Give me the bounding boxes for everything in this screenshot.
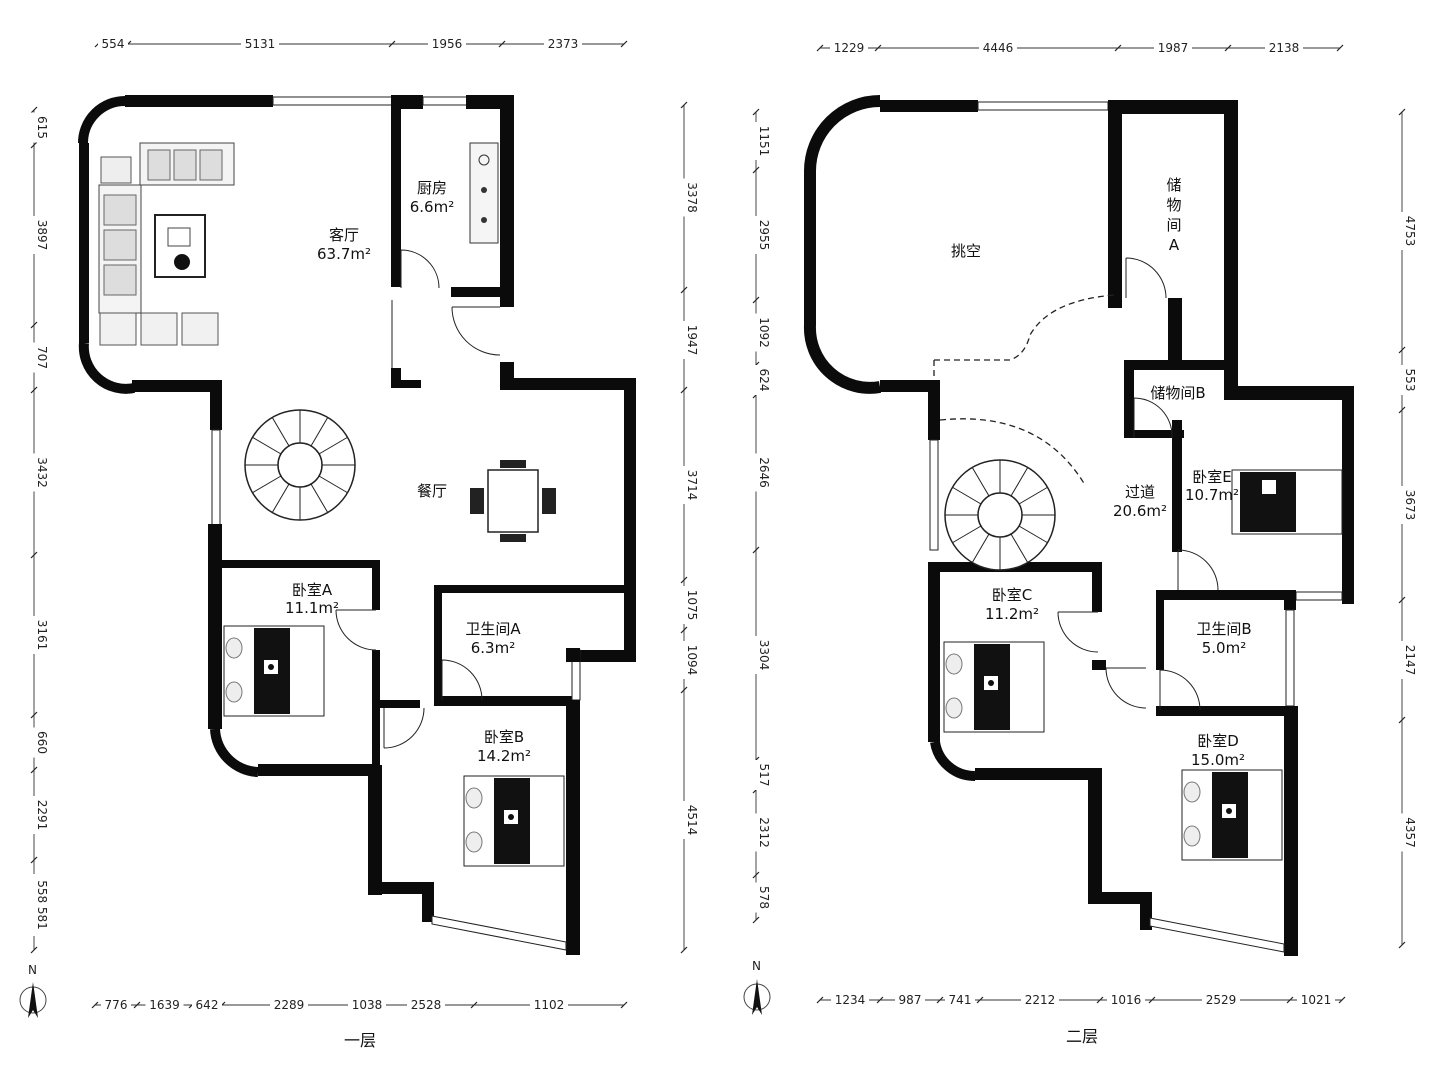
- dim-f1-right-0: 3378: [685, 182, 699, 213]
- dim-f1-bottom-3: 2289: [274, 998, 305, 1012]
- dim-f2-left-5: 3304: [757, 640, 771, 671]
- svg-text:间: 间: [1166, 216, 1181, 234]
- void-outline: [933, 294, 1116, 380]
- room-area-bedA: 11.1m²: [285, 599, 339, 617]
- dim-f1-left-1: 3897: [35, 220, 49, 251]
- dim-f2-top-2: 1987: [1158, 41, 1189, 55]
- floor-2-title: 二层: [1066, 1027, 1098, 1046]
- room-area-bedD: 15.0m²: [1191, 751, 1245, 769]
- dim-f1-left-4: 3161: [35, 620, 49, 651]
- room-name-bathB: 卫生间B: [1196, 620, 1251, 638]
- dim-f1-right-1: 1947: [685, 325, 699, 356]
- floor-2-walls: [803, 95, 1354, 956]
- dim-f1-bottom-4: 1038: [352, 998, 383, 1012]
- room-name-bedE: 卧室E: [1192, 468, 1231, 486]
- dim-f2-left-8: 578: [757, 886, 771, 909]
- floor-1-plan: 客厅 63.7m² 厨房 6.6m² 餐厅 卧室A 11.1m² 卫生间A 6.…: [78, 95, 636, 1050]
- dim-f1-right-2: 3714: [685, 470, 699, 501]
- room-name-bathA: 卫生间A: [465, 620, 521, 638]
- dim-f2-left-2: 1092: [757, 317, 771, 348]
- dim-f1-left-6: 2291: [35, 800, 49, 831]
- room-name-kitchen: 厨房: [417, 179, 447, 197]
- room-name-storB: 储物间B: [1150, 384, 1205, 402]
- dim-f2-right-2: 3673: [1403, 490, 1417, 521]
- room-name-bedC: 卧室C: [992, 586, 1032, 604]
- dim-f1-top-3: 2373: [548, 37, 579, 51]
- dim-f1-right-5: 4514: [685, 805, 699, 836]
- room-name-living: 客厅: [329, 226, 359, 244]
- dim-f2-bottom-3: 2212: [1025, 993, 1056, 1007]
- dim-f1-right-3: 1075: [685, 590, 699, 621]
- dim-f1-bottom-1: 1639: [149, 998, 180, 1012]
- dim-f2-left-3: 624: [757, 369, 771, 392]
- dim-f2-right-1: 553: [1403, 369, 1417, 392]
- dim-f2-left-6: 517: [757, 764, 771, 787]
- dim-f2-left-4: 2646: [757, 457, 771, 488]
- dim-f2-top-0: 1229: [834, 41, 865, 55]
- floor-2-furniture: [943, 459, 1343, 861]
- dim-f1-left-2: 707: [35, 346, 49, 369]
- room-area-bedC: 11.2m²: [985, 605, 1039, 623]
- dim-f2-bottom-5: 2529: [1206, 993, 1237, 1007]
- room-area-kitchen: 6.6m²: [410, 198, 454, 216]
- svg-text:储: 储: [1166, 176, 1181, 194]
- dim-f1-left-3: 3432: [35, 457, 49, 488]
- room-name-bedD: 卧室D: [1197, 732, 1239, 750]
- room-area-living: 63.7m²: [317, 245, 371, 263]
- compass-floor-2: N: [743, 959, 771, 1015]
- dim-f2-top-1: 4446: [983, 41, 1014, 55]
- dim-f1-left-0: 615: [35, 116, 49, 139]
- floor-1-doors: [335, 249, 501, 749]
- room-name-storA: 储 物 间 A: [1166, 176, 1181, 254]
- room-area-corridor: 20.6m²: [1113, 502, 1167, 520]
- dim-f2-left-1: 2955: [757, 220, 771, 251]
- svg-text:物: 物: [1166, 196, 1181, 214]
- dim-f1-bottom-5: 2528: [411, 998, 442, 1012]
- svg-text:N: N: [752, 959, 761, 973]
- dim-f2-bottom-0: 1234: [835, 993, 866, 1007]
- room-name-bedB: 卧室B: [484, 728, 524, 746]
- svg-text:A: A: [1169, 236, 1180, 254]
- compass-floor-1: N: [19, 963, 47, 1018]
- dim-f1-right-4: 1094: [685, 645, 699, 676]
- dim-f1-bottom-0: 776: [105, 998, 128, 1012]
- dim-f1-bottom-6: 1102: [534, 998, 565, 1012]
- dimension-lines: 554 5131 1956 2373 776 1639 642 2289 1038 2528 110…: [26, 36, 1417, 1012]
- floor-2-doors: [1057, 257, 1219, 711]
- floor-1-title: 一层: [344, 1031, 376, 1050]
- room-name-void: 挑空: [951, 242, 981, 260]
- dim-f2-left-0: 1151: [757, 126, 771, 157]
- dim-f2-bottom-4: 1016: [1111, 993, 1142, 1007]
- room-name-dining: 餐厅: [417, 482, 447, 500]
- floor-1-walls: [78, 95, 636, 955]
- room-area-bathB: 5.0m²: [1202, 639, 1246, 657]
- floor-1-furniture: [98, 142, 565, 867]
- room-name-corridor: 过道: [1125, 483, 1155, 501]
- floor-1-labels: 客厅 63.7m² 厨房 6.6m² 餐厅 卧室A 11.1m² 卫生间A 6.…: [285, 179, 531, 1050]
- dim-f1-top-2: 1956: [432, 37, 463, 51]
- dim-f2-bottom-6: 1021: [1301, 993, 1332, 1007]
- dim-f2-bottom-2: 741: [949, 993, 972, 1007]
- dim-f1-left-7: 558 581: [35, 880, 49, 930]
- dim-f2-right-4: 4357: [1403, 817, 1417, 848]
- dim-f2-right-3: 2147: [1403, 645, 1417, 676]
- room-name-bedA: 卧室A: [292, 581, 333, 599]
- room-area-bathA: 6.3m²: [471, 639, 515, 657]
- floor-2-labels: 挑空 储 物 间 A 储物间B 过道 20.6m² 卧室E 10.7m² 卧室C…: [951, 176, 1252, 1046]
- dim-f2-right-0: 4753: [1403, 216, 1417, 247]
- dim-f1-top-1: 5131: [245, 37, 276, 51]
- dim-f1-bottom-2: 642: [196, 998, 219, 1012]
- dim-f2-top-3: 2138: [1269, 41, 1300, 55]
- dim-f1-left-5: 660: [35, 731, 49, 754]
- dim-f2-bottom-1: 987: [899, 993, 922, 1007]
- room-area-bedB: 14.2m²: [477, 747, 531, 765]
- floor-2-plan: 挑空 储 物 间 A 储物间B 过道 20.6m² 卧室E 10.7m² 卧室C…: [803, 95, 1354, 1046]
- dim-f2-left-7: 2312: [757, 817, 771, 848]
- dim-f1-top-0: 554: [102, 37, 125, 51]
- room-area-bedE: 10.7m²: [1185, 486, 1239, 504]
- svg-text:N: N: [28, 963, 37, 977]
